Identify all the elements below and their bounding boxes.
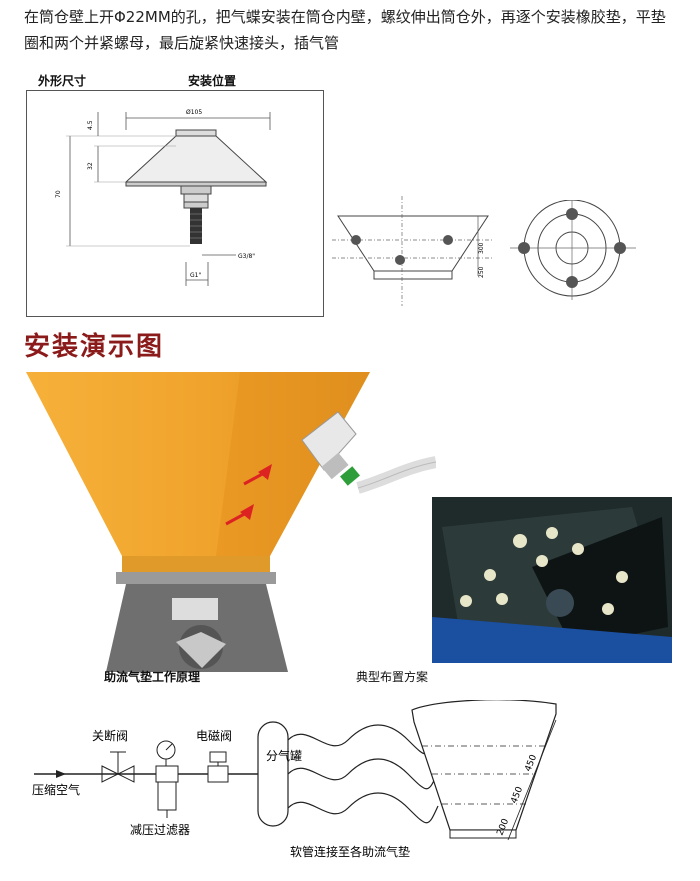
principle-caption: 助流气垫工作原理 [104, 670, 201, 684]
hose-caption: 软管连接至各助流气垫 [290, 844, 410, 859]
hopper-illustration [26, 372, 436, 672]
install-top-view [510, 200, 636, 300]
solenoid-valve-label: 电磁阀 [196, 728, 232, 743]
dimension-drawing-box [26, 90, 324, 317]
dim-g1: G1" [190, 272, 201, 279]
pneumatic-schematic: 压缩空气 关断阀 减压过滤器 电磁阀 分气罐 软管连接至各助流气垫 200 45… [32, 700, 557, 859]
dim-250: 250 [478, 266, 485, 278]
shutoff-valve-label: 关断阀 [92, 728, 128, 743]
dim-4-5: 4.5 [87, 120, 94, 130]
pressure-filter-label: 减压过滤器 [130, 823, 190, 837]
outline-dimension-label: 外形尺寸 [38, 74, 87, 88]
install-position-label: 安装位置 [188, 74, 237, 88]
dim-diameter: Ø105 [186, 109, 202, 116]
manifold-label: 分气罐 [266, 748, 302, 763]
dim-32: 32 [87, 162, 94, 170]
air-in-label: 压缩空气 [32, 782, 80, 797]
typical-layout-photo [432, 497, 672, 663]
install-side-view: 300 250 [332, 196, 492, 306]
dim-300: 300 [478, 242, 485, 254]
layout-caption: 典型布置方案 [356, 670, 429, 684]
intro-text: 在筒仓壁上开Φ22MM的孔，把气蝶安装在筒仓内壁，螺纹伸出筒仓外，再逐个安装橡胶… [24, 8, 666, 52]
dim-70: 70 [55, 190, 62, 198]
dim-g38: G3/8" [238, 253, 255, 260]
outline-drawing: Ø105 70 32 4.5 G3/8" G1" [55, 109, 271, 286]
demo-title: 安装演示图 [24, 332, 165, 362]
